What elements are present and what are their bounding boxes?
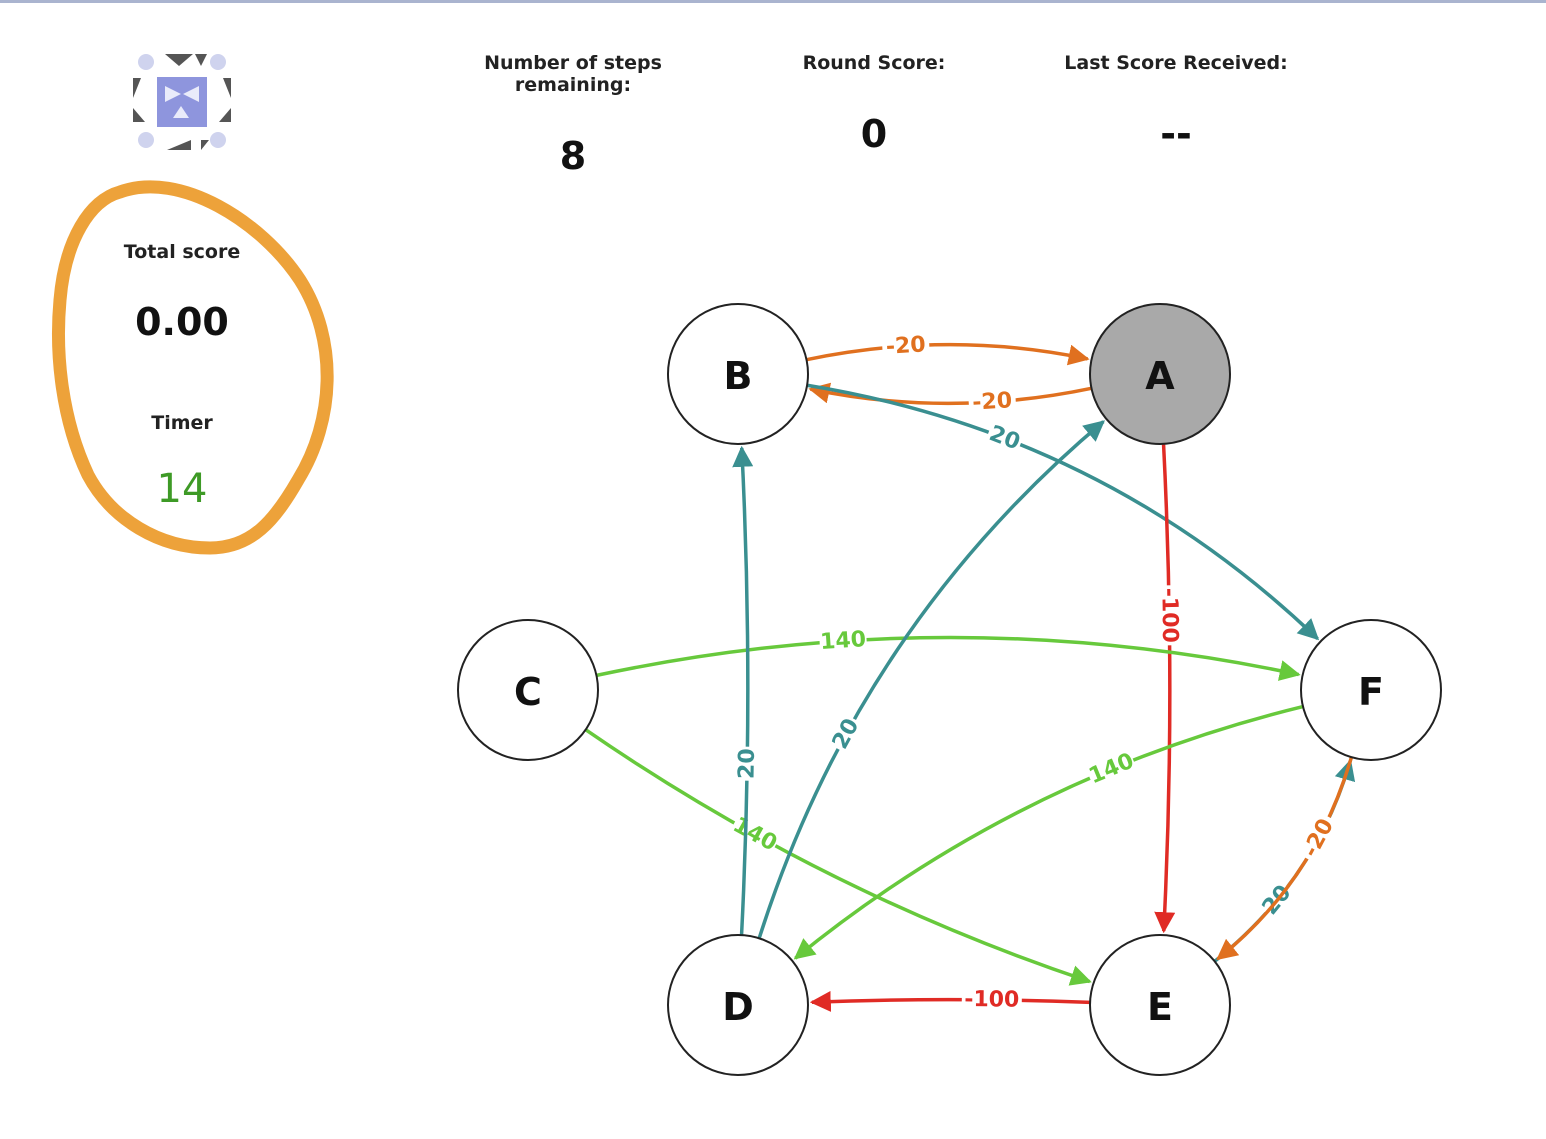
- edge-C-E: 140: [584, 728, 1092, 986]
- edge-label-bg: [967, 387, 1017, 417]
- edge-line: [757, 420, 1105, 939]
- edge-line: [596, 635, 1301, 681]
- node-A[interactable]: A: [1089, 303, 1231, 445]
- edge-label: -100: [1156, 588, 1182, 643]
- edge-line: [806, 342, 1090, 366]
- edge-line: [1216, 756, 1354, 961]
- highlight-annotation: [52, 180, 334, 555]
- edge-label: 20: [828, 715, 865, 754]
- edge-A-B: -20: [808, 382, 1092, 417]
- edge-label-bg: [727, 811, 782, 858]
- node-D[interactable]: D: [667, 934, 809, 1076]
- edge-label-bg: [1084, 747, 1139, 790]
- edge-label-bg: [1155, 585, 1183, 646]
- edge-label-bg: [826, 712, 866, 756]
- edge-F-D: 140: [793, 704, 1304, 960]
- node-label: A: [1145, 354, 1175, 398]
- edge-label: -20: [972, 388, 1013, 416]
- node-circle[interactable]: [1089, 303, 1231, 445]
- node-F[interactable]: F: [1300, 619, 1442, 761]
- edge-D-B: 20: [732, 445, 761, 936]
- timer-label: Timer: [151, 412, 213, 434]
- edge-B-A: -20: [806, 331, 1090, 366]
- node-E[interactable]: E: [1089, 934, 1231, 1076]
- node-circle[interactable]: [667, 303, 809, 445]
- edge-line: [793, 704, 1304, 960]
- last-score: Last Score Received: --: [1036, 52, 1316, 156]
- node-label: D: [722, 985, 754, 1029]
- edge-line: [809, 990, 1091, 1012]
- edge-label-bg: [881, 331, 931, 361]
- round-score: Round Score: 0: [734, 52, 1014, 156]
- edge-line: [732, 445, 754, 936]
- top-border: [0, 0, 1546, 3]
- edge-E-D: -100: [809, 986, 1091, 1014]
- edge-label: -20: [885, 332, 926, 360]
- node-C[interactable]: C: [457, 619, 599, 761]
- edge-C-F: 140: [596, 626, 1301, 681]
- node-label: B: [724, 354, 753, 398]
- edge-label: -100: [964, 987, 1019, 1013]
- edge-label: 140: [1086, 749, 1138, 790]
- edge-label-bg: [733, 746, 761, 781]
- last-score-label: Last Score Received:: [1064, 52, 1288, 74]
- node-B[interactable]: B: [667, 303, 809, 445]
- edge-label-bg: [1296, 811, 1342, 866]
- last-score-value: --: [1160, 112, 1192, 156]
- timer-value: 14: [156, 466, 208, 512]
- round-score-value: 0: [860, 112, 888, 156]
- steps-remaining: Number of steps remaining: 8: [433, 52, 713, 178]
- edge-label-bg: [961, 986, 1022, 1014]
- edge-line: [1154, 443, 1176, 934]
- edge-line: [806, 383, 1320, 641]
- node-circle[interactable]: [1089, 934, 1231, 1076]
- edge-E-F: 20: [1213, 759, 1356, 963]
- node-circle[interactable]: [1300, 619, 1442, 761]
- edge-label: 140: [819, 627, 866, 655]
- node-label: E: [1147, 985, 1173, 1029]
- total-score-value: 0.00: [135, 300, 229, 344]
- edge-label: 20: [734, 748, 759, 779]
- edge-line: [1213, 759, 1356, 963]
- node-circle[interactable]: [667, 934, 809, 1076]
- edge-label-bg: [818, 626, 868, 656]
- total-score-label: Total score: [123, 241, 241, 263]
- edge-line: [584, 728, 1092, 986]
- edge-B-F: 20: [806, 383, 1320, 641]
- steps-remaining-value: 8: [559, 134, 587, 178]
- edge-line: [808, 382, 1092, 406]
- app-logo: [133, 54, 231, 150]
- node-label: C: [514, 670, 542, 714]
- edge-label-bg: [984, 420, 1026, 457]
- steps-remaining-label: Number of steps remaining:: [484, 52, 662, 96]
- edge-F-E: -20: [1216, 756, 1354, 961]
- node-label: F: [1358, 670, 1384, 714]
- edge-A-E: -100: [1154, 443, 1183, 934]
- node-circle[interactable]: [457, 619, 599, 761]
- round-score-label: Round Score:: [802, 52, 946, 74]
